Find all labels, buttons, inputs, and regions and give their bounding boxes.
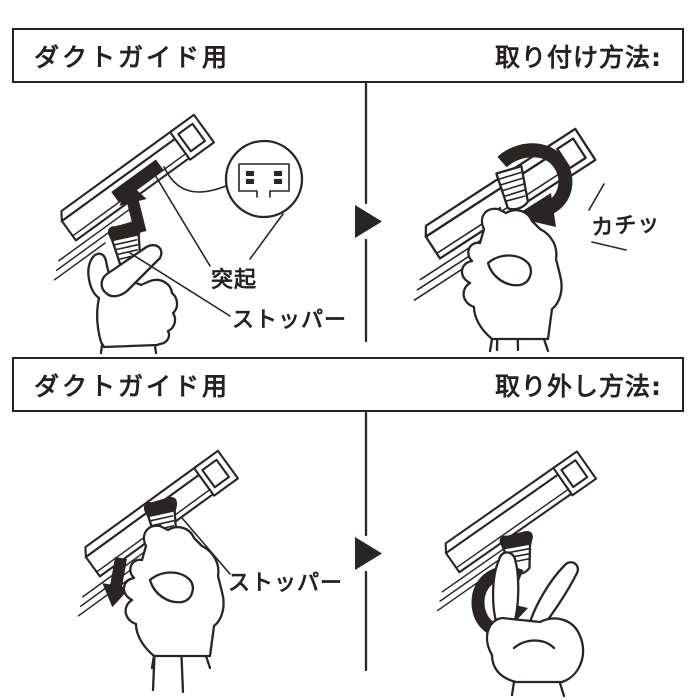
click-emphasis-mark	[588, 183, 605, 211]
stopper-leader-line	[129, 252, 231, 317]
panel-detach-pull: ストッパー	[47, 449, 343, 694]
rail-slot-opening	[111, 159, 164, 203]
stopper-label: ストッパー	[232, 308, 347, 333]
cross-section-detail-circle	[224, 139, 304, 219]
section2-header-left: ダクトガイド用	[34, 371, 231, 401]
panel-attach-position: 突起 ストッパー	[23, 113, 347, 355]
stopper-label: ストッパー	[228, 571, 343, 596]
step-arrow-icon	[355, 537, 382, 570]
click-sound-label: カチッ	[591, 211, 662, 241]
track-rail	[23, 113, 226, 281]
section1-header-right: 取り付け方法:	[495, 42, 662, 72]
click-emphasis-mark	[591, 241, 627, 251]
step-arrow-icon	[355, 205, 382, 238]
panel-attach-twist: カチッ	[382, 127, 662, 353]
stopper	[495, 165, 530, 211]
section2-header: ダクトガイド用 取り外し方法:	[12, 357, 684, 412]
stopper-leader-line	[181, 517, 231, 575]
hand-pinching	[485, 551, 585, 698]
section1-header-left: ダクトガイド用	[34, 42, 231, 72]
hand-pushing	[87, 244, 179, 355]
top-step-divider	[355, 82, 382, 343]
section2-header-right: 取り外し方法:	[495, 371, 662, 401]
protrusion-label: 突起	[211, 267, 257, 293]
bottom-step-divider	[355, 411, 382, 672]
detail-connector-line	[163, 166, 227, 193]
panel-detach-twist	[407, 450, 607, 698]
detail-leader-line	[249, 213, 284, 260]
rotate-cw-arrow-icon	[497, 143, 573, 215]
protrusion-leader-line	[151, 169, 211, 267]
section1-header: ダクトガイド用 取り付け方法:	[12, 28, 684, 83]
pull-down-arrow-icon	[102, 556, 130, 608]
insert-up-arrow-icon	[119, 182, 147, 234]
